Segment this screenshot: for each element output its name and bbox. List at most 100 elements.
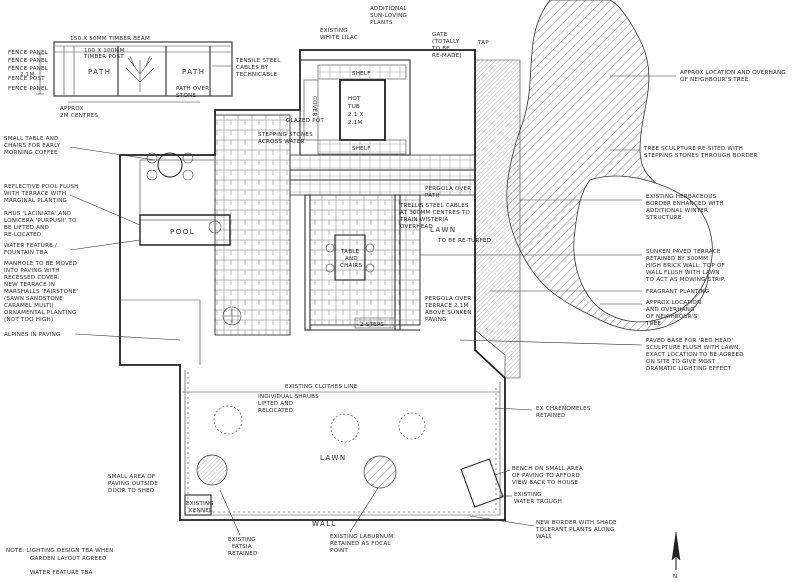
pergola-terrace-4: PAVING [425, 317, 447, 323]
bench-2: OF PAVING TO AFFORD [512, 473, 580, 479]
hot-tub-label-1: HOT [348, 96, 361, 102]
neighbour-tree-top-1: APPROX LOCATION AND OVERHANG [680, 70, 786, 76]
clothes-line-label: EXISTING CLOTHES LINE [285, 384, 358, 390]
rhus-2: LONICERA 'PURPUSII' TO [4, 218, 77, 224]
left-annotations: SMALL TABLE AND CHAIRS FOR EARLY MORNING… [4, 118, 324, 341]
pergola-terrace-1: PERGOLA OVER [425, 296, 471, 302]
paved-base-4: ON SITE TO GIVE MOST [646, 359, 716, 365]
hot-tub-label-4: 2.1M [348, 120, 363, 126]
lighting-note-1: NOTE: LIGHTING DESIGN TBA WHEN [6, 548, 114, 554]
small-table-1: SMALL TABLE AND [4, 136, 59, 142]
paved-base-2: SCULPTURE FLUSH WITH LAWN. [646, 345, 740, 351]
detail-ground-1: PATH OVER [176, 86, 209, 92]
herbaceous-4: STRUCTURE [646, 215, 682, 221]
paved-base-5: DRAMATIC LIGHTING EFFECT [646, 366, 731, 372]
lower-lawn: EXISTING CLOTHES LINE LAWN WALL [182, 384, 504, 528]
lower-lawn-label: LAWN [320, 454, 347, 462]
paved-base-3: EXACT LOCATION TO BE AGREED [646, 352, 744, 358]
detail-cables-2: CABLES BY [236, 65, 269, 71]
detail-label-5: FENCE PANEL [8, 86, 49, 92]
neighbour-tree-canopy [506, 0, 713, 331]
bench-1: BENCH ON SMALL AREA [512, 466, 583, 472]
neighbour-tree-mid-1: APPROX LOCATION [646, 300, 701, 306]
pergola-terrace-3: ABOVE SUNKEN [425, 310, 472, 316]
new-border-2: TOLERANT PLANTS ALONG [535, 527, 615, 533]
herbaceous-2: BORDER ENHANCED WITH [646, 201, 724, 207]
shelf-label-bottom: SHELF [352, 146, 371, 152]
trough-2: WATER TROUGH [514, 499, 562, 505]
white-lilac-2: WHITE LILAC [320, 35, 358, 41]
north-label: N [673, 574, 677, 580]
chaenomeles-2: RETAINED [536, 413, 566, 419]
shrubs-2: LIFTED AND [258, 401, 293, 407]
fragrant-label: FRAGRANT PLANTING [646, 289, 709, 295]
chaenomeles-1: EX CHAENOMELES [536, 406, 591, 412]
gate-1: GATE [432, 32, 448, 38]
top-annotations: ADDITIONAL SUN-LOVING PLANTS EXISTING WH… [320, 6, 489, 59]
new-terrace-2: MARSHALLS 'FAIRSTONE' [4, 289, 78, 295]
wall-label: WALL [312, 520, 337, 528]
water-feature-note: WATER FEATURE TBA [30, 570, 93, 576]
tree-sculpture-2: STEPPING STONES THROUGH BORDER [644, 153, 758, 159]
small-paving-1: SMALL AREA OF [108, 474, 155, 480]
pergola-over-path [289, 154, 476, 196]
hot-tub-label-2: TUB [347, 104, 360, 110]
new-border-1: NEW BORDER WITH SHADE [536, 520, 617, 526]
manhole-2: INTO PAVING WITH [4, 268, 60, 274]
trellis-2: AT 300MM CENTRES TO [400, 210, 471, 216]
detail-centres-2: 2M CENTRES [60, 113, 98, 119]
gate-2: (TOTALLY [432, 39, 460, 45]
water-feature-2: FOUNTAIN TBA [4, 250, 48, 256]
detail-title: 150 x 50MM TIMBER BEAM [70, 36, 150, 42]
table-chairs-3: CHAIRS [340, 263, 362, 269]
herbaceous-3: ADDITIONAL WINTER [646, 208, 708, 214]
manhole-3: RECESSED COVER. [4, 275, 60, 281]
glazed-pot-label: GLAZED POT [286, 118, 324, 124]
sunken-terrace-1: SUNKEN PAVED TERRACE [646, 249, 721, 255]
detail-path-left: PATH [88, 68, 112, 76]
shrubs-3: RELOCATED [258, 408, 293, 414]
bottom-annotations: SMALL AREA OF PAVING OUTSIDE DOOR TO SHE… [6, 474, 393, 576]
new-border-3: WALL [536, 534, 553, 540]
right-annotations: APPROX LOCATION AND OVERHANG OF NEIGHBOU… [420, 70, 786, 540]
pool-label: POOL [170, 228, 195, 236]
detail-post-2: TIMBER POST [83, 54, 124, 60]
hot-tub-label-3: 2.1 x [348, 112, 364, 118]
paved-base-1: PAVED BASE FOR 'RED HEAD' [646, 338, 733, 344]
pergola-path-1: PERGOLA OVER [425, 186, 471, 192]
lighting-note-2: GARDEN LAYOUT AGREED [30, 556, 107, 562]
detail-label-2: FENCE PANEL [8, 58, 49, 64]
gate-4: RE-MADE) [432, 53, 462, 59]
sun-loving-1: ADDITIONAL [370, 6, 407, 12]
small-table-3: MORNING COFFEE [4, 150, 58, 156]
laburnum-2: RETAINED AS FOCAL [330, 541, 391, 547]
detail-ground-2: STONE [176, 93, 196, 99]
detail-label-1: FENCE PANEL [8, 50, 49, 56]
neighbour-tree-mid-4: TREE [645, 321, 661, 327]
fatsia-2: FATSIA [232, 544, 252, 550]
pergola-path-2: PATH [425, 193, 440, 199]
kennel-2: KENNEL [189, 508, 213, 514]
climber-sketch [125, 55, 155, 92]
upper-lawn: LAWN TO BE RE-TURFED [430, 226, 491, 244]
neighbour-tree-mid-3: OF NEIGHBOUR'S [646, 314, 698, 320]
stepping-stones-1: STEPPING STONES [258, 132, 313, 138]
new-terrace-3: (SAWN SANDSTONE [4, 296, 63, 302]
tree-sculpture-1: TREE SCULPTURE RE-SITED WITH [643, 146, 743, 152]
neighbour-tree-mid-2: AND OVERHANG [646, 307, 695, 313]
steps-label: 2 STEPS [360, 322, 384, 328]
manhole-1: MANHOLE TO BE MOVED [4, 261, 77, 267]
sunken-terrace: TABLE AND CHAIRS 2 STEPS [304, 194, 421, 331]
returf-label: TO BE RE-TURFED [437, 238, 491, 244]
rhus-3: BE LIFTED AND [4, 225, 49, 231]
small-table-2: CHAIRS FOR EARLY [4, 143, 61, 149]
cover-label: COVER [311, 96, 317, 116]
fatsia-3: RETAINED [228, 551, 258, 557]
center-annotations: PERGOLA OVER PATH TRELLIS STEEL CABLES A… [258, 186, 472, 414]
bench [460, 458, 504, 508]
detail-cables-1: TENSILE STEEL [235, 58, 281, 64]
shrubs-1: INDIVIDUAL SHRUBS [258, 394, 319, 400]
gate-3: TO BE [431, 46, 450, 52]
trellis-1: TRELLIS STEEL CABLES [399, 203, 469, 209]
